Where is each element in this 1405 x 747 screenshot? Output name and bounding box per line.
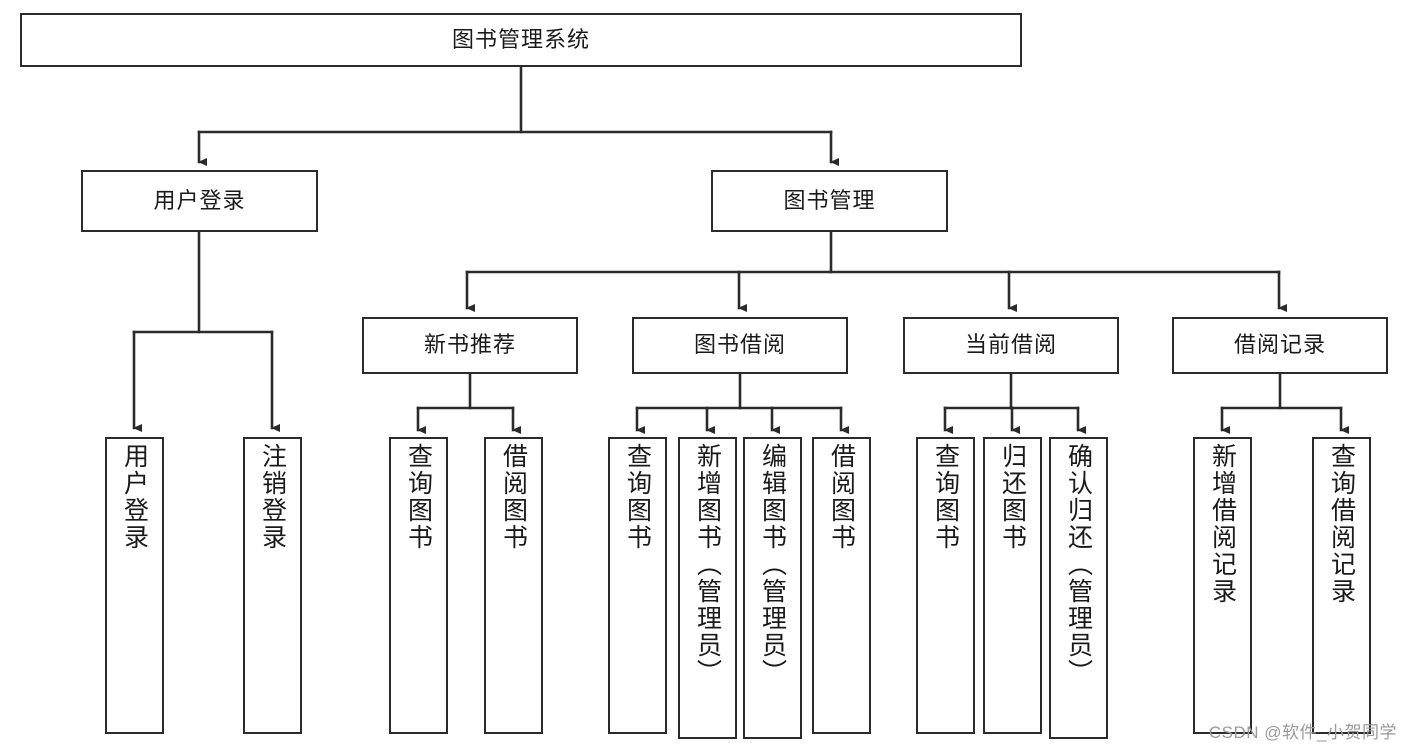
node-leaf-add-record-label: 新增借阅记录: [1208, 443, 1237, 605]
node-leaf-borrow-book[interactable]: 借阅图书: [812, 437, 871, 734]
node-leaf-return-book[interactable]: 归还图书: [983, 437, 1042, 734]
node-new-book-recommend-label: 新书推荐: [423, 332, 516, 358]
node-leaf-query-book-cur-label: 查询图书: [931, 443, 960, 551]
node-user-login-label: 用户登录: [153, 187, 246, 213]
node-leaf-confirm-return-label: 确认归还（管理员）: [1064, 443, 1093, 686]
node-leaf-query-record[interactable]: 查询借阅记录: [1312, 437, 1371, 734]
node-leaf-query-book-borrow-label: 查询图书: [623, 443, 652, 551]
node-borrow-record[interactable]: 借阅记录: [1172, 317, 1388, 374]
node-leaf-user-login-label: 用户登录: [120, 443, 149, 551]
node-leaf-borrow-book-label: 借阅图书: [827, 443, 856, 551]
csdn-watermark: CSDN @软件_小贺同学: [1208, 723, 1397, 742]
node-leaf-add-record[interactable]: 新增借阅记录: [1193, 437, 1252, 734]
node-user-login[interactable]: 用户登录: [81, 170, 318, 232]
node-leaf-borrow-book-new-label: 借阅图书: [499, 443, 528, 551]
node-leaf-add-book[interactable]: 新增图书（管理员）: [678, 437, 737, 739]
node-leaf-query-book-borrow[interactable]: 查询图书: [608, 437, 667, 734]
node-root-label: 图书管理系统: [451, 26, 590, 52]
node-current-borrow[interactable]: 当前借阅: [903, 317, 1119, 374]
node-new-book-recommend[interactable]: 新书推荐: [362, 317, 578, 374]
node-leaf-query-record-label: 查询借阅记录: [1327, 443, 1356, 605]
node-book-borrow-label: 图书借阅: [693, 332, 786, 358]
node-leaf-user-logout[interactable]: 注销登录: [243, 437, 302, 734]
node-book-borrow[interactable]: 图书借阅: [632, 317, 848, 374]
node-leaf-add-book-label: 新增图书（管理员）: [693, 443, 722, 686]
node-leaf-user-logout-label: 注销登录: [258, 443, 287, 551]
node-leaf-edit-book[interactable]: 编辑图书（管理员）: [743, 437, 802, 739]
node-root[interactable]: 图书管理系统: [20, 13, 1022, 67]
node-book-management[interactable]: 图书管理: [711, 170, 948, 232]
node-leaf-user-login[interactable]: 用户登录: [105, 437, 164, 734]
node-leaf-query-book-cur[interactable]: 查询图书: [916, 437, 975, 734]
node-leaf-confirm-return[interactable]: 确认归还（管理员）: [1049, 437, 1108, 739]
node-leaf-edit-book-label: 编辑图书（管理员）: [758, 443, 787, 686]
node-leaf-borrow-book-new[interactable]: 借阅图书: [484, 437, 543, 734]
node-leaf-return-book-label: 归还图书: [998, 443, 1027, 551]
node-current-borrow-label: 当前借阅: [964, 332, 1057, 358]
node-leaf-query-book-new[interactable]: 查询图书: [389, 437, 448, 734]
node-book-management-label: 图书管理: [783, 187, 876, 213]
node-borrow-record-label: 借阅记录: [1233, 332, 1326, 358]
node-leaf-query-book-new-label: 查询图书: [404, 443, 433, 551]
